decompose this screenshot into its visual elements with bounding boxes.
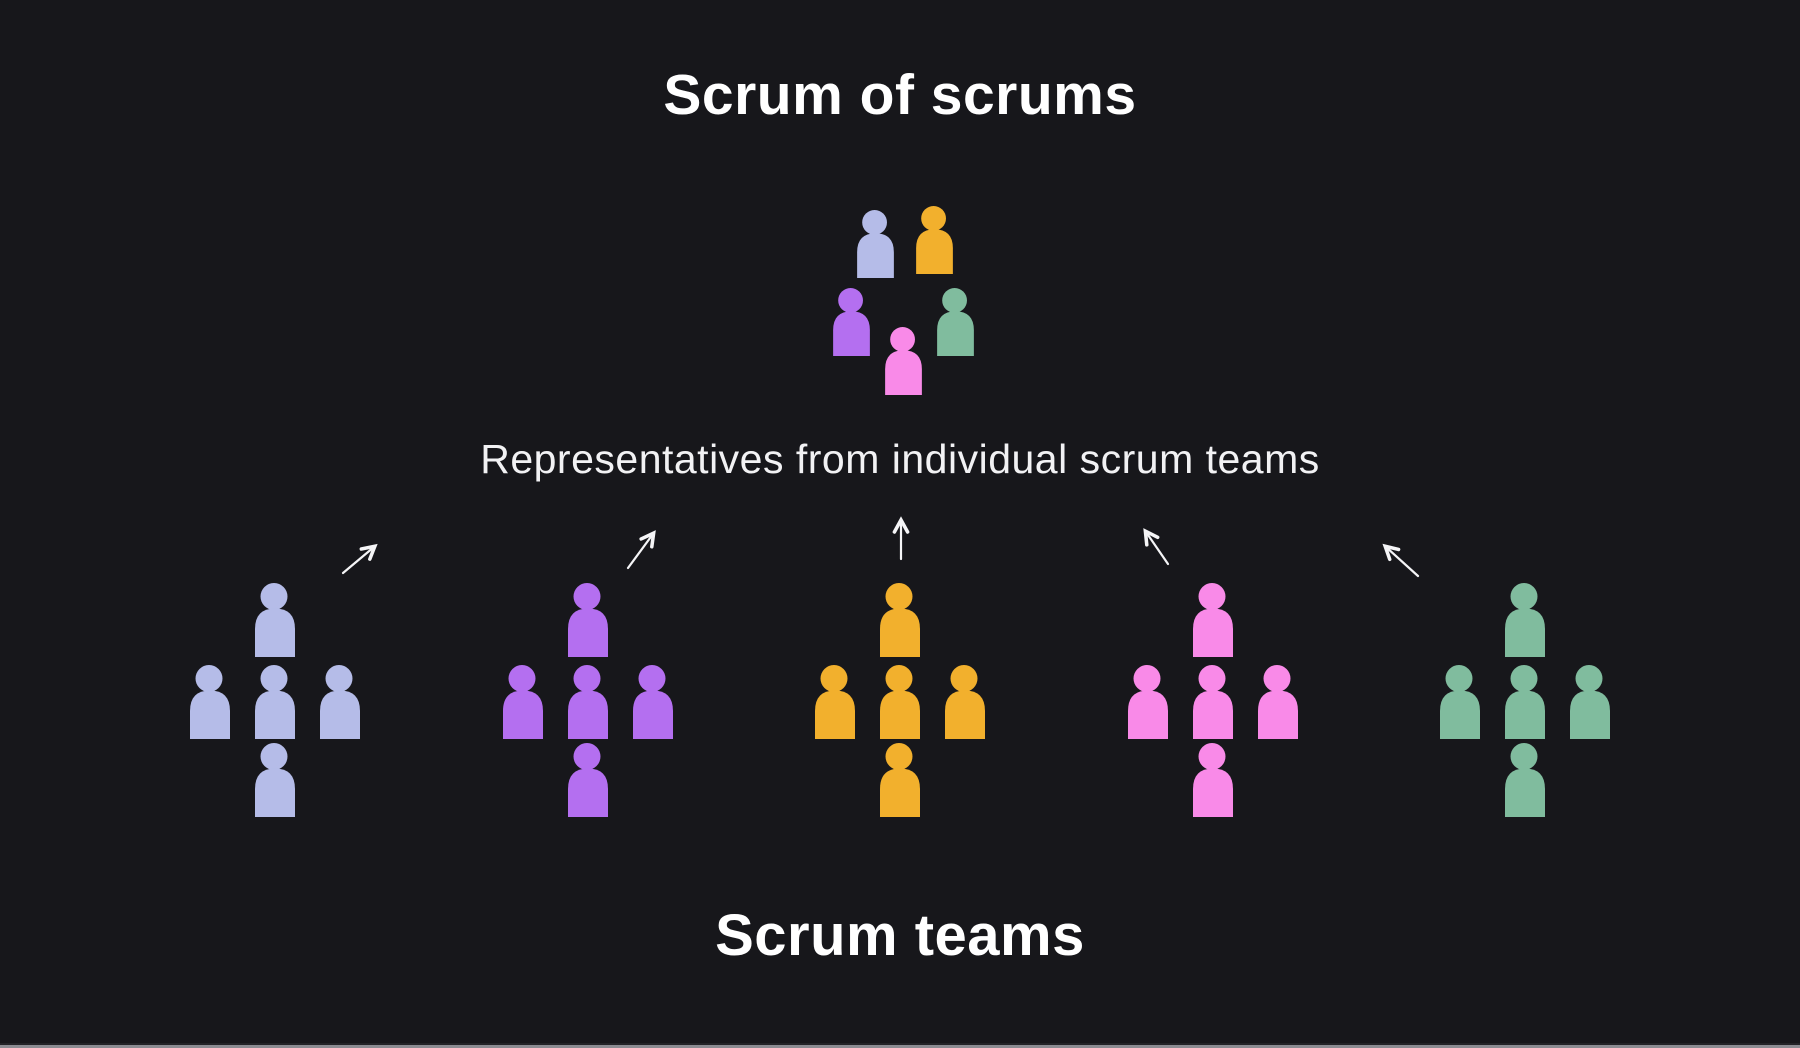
person-icon-team-2-member [568,665,608,739]
scrum-team-cluster-team-4 [1128,583,1298,817]
person-icon-representative-team-3 [916,206,953,274]
person-icon-team-1-member [255,665,295,739]
scrum-team-cluster-team-1 [190,583,360,817]
subtitle-representatives: Representatives from individual scrum te… [480,436,1320,482]
scrum-of-scrums-cluster [830,205,980,400]
scrum-team-cluster-team-2 [503,583,673,817]
person-icon-team-3-member [945,665,985,739]
person-icon-team-5-member [1505,583,1545,657]
person-icon-team-5-member [1505,743,1545,817]
scrum-team-cluster-team-3 [815,583,985,817]
person-icon-team-1-member [320,665,360,739]
up-arrow-icon-team-4 [1143,528,1170,566]
person-icon-team-4-member [1258,665,1298,739]
person-icon-team-1-member [190,665,230,739]
person-icon-team-3-member [880,743,920,817]
person-icon-representative-team-5 [937,288,974,356]
person-icon-team-1-member [255,743,295,817]
person-icon-team-3-member [815,665,855,739]
person-icon-team-4-member [1193,583,1233,657]
person-icon-team-4-member [1128,665,1168,739]
person-icon-team-5-member [1570,665,1610,739]
up-arrow-icon-team-2 [626,530,656,570]
person-icon-representative-team-2 [833,288,870,356]
person-icon-team-4-member [1193,743,1233,817]
page-title-scrum-teams: Scrum teams [715,903,1085,968]
person-icon-team-2-member [633,665,673,739]
person-icon-team-3-member [880,583,920,657]
page-title-scrum-of-scrums: Scrum of scrums [663,63,1137,127]
person-icon-team-1-member [255,583,295,657]
window-bottom-edge [0,1043,1800,1048]
person-icon-representative-team-4 [885,327,922,395]
person-icon-team-3-member [880,665,920,739]
up-arrow-icon-team-1 [341,543,378,575]
person-icon-team-2-member [503,665,543,739]
person-icon-team-5-member [1505,665,1545,739]
person-icon-team-2-member [568,743,608,817]
up-arrow-icon-team-5 [1382,543,1420,578]
scrum-team-cluster-team-5 [1440,583,1610,817]
person-icon-team-5-member [1440,665,1480,739]
person-icon-team-4-member [1193,665,1233,739]
person-icon-team-2-member [568,583,608,657]
person-icon-representative-team-1 [857,210,894,278]
